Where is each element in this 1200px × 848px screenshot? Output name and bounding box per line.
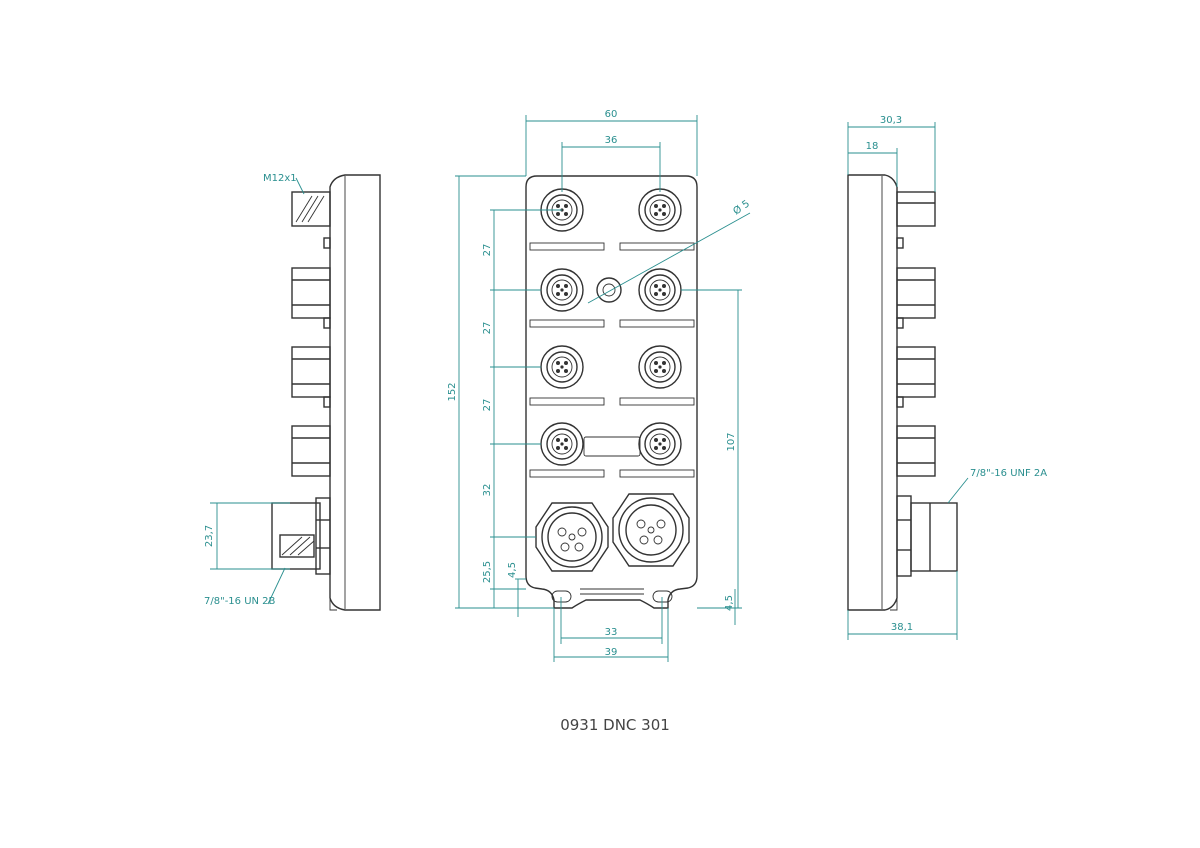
dim-30-3: 30,3 — [880, 115, 902, 126]
center-label — [583, 436, 641, 457]
front-view: 60 36 152 27 27 27 32 25,5 4,5 107 4,5 Ø… — [447, 109, 752, 662]
ground-hole — [596, 277, 622, 303]
m12-socket — [638, 345, 682, 389]
dim-152: 152 — [447, 382, 458, 401]
left-side-view: M12x1 7/8"-16 UN 2B 23,7 — [204, 173, 381, 611]
m12-socket — [638, 422, 682, 466]
dim-hole-dia: Ø 5 — [731, 198, 752, 218]
front-body-outline — [525, 175, 698, 609]
power-connector-in — [535, 502, 609, 572]
dim-39: 39 — [605, 647, 618, 658]
dim-38-1: 38,1 — [891, 622, 913, 633]
mount-hole-right — [652, 590, 673, 603]
m12-socket — [638, 188, 682, 232]
dim-left-thread-label: 7/8"-16 UN 2B — [204, 596, 276, 607]
dim-33: 33 — [605, 627, 618, 638]
label-strips — [529, 242, 695, 478]
drawing-caption: 0931 DNC 301 — [560, 716, 670, 734]
m12-socket — [540, 422, 584, 466]
left-power-connector — [271, 497, 331, 575]
right-dim-lines — [847, 122, 969, 640]
dim-32: 32 — [482, 484, 493, 497]
power-connector-out — [612, 493, 690, 567]
dim-4-5-right: 4,5 — [724, 595, 735, 611]
mount-hole-left — [551, 590, 572, 603]
right-side-view: 30,3 18 38,1 7/8"-16 UNF 2A — [847, 115, 1047, 640]
m12-socket — [540, 268, 584, 312]
dim-m12-label: M12x1 — [263, 173, 297, 184]
m12-socket — [540, 345, 584, 389]
dim-107: 107 — [726, 432, 737, 451]
dim-25-5: 25,5 — [482, 561, 493, 583]
dim-36: 36 — [605, 135, 618, 146]
left-m12-connectors — [291, 191, 331, 477]
dim-27-b: 27 — [482, 322, 493, 335]
dim-27-a: 27 — [482, 244, 493, 257]
left-power-hatch — [281, 536, 315, 556]
dim-4-5-left: 4,5 — [507, 562, 518, 578]
dim-right-thread-label: 7/8"-16 UNF 2A — [970, 468, 1047, 479]
left-m12-hatch — [295, 195, 325, 223]
right-m12-connectors — [896, 191, 936, 477]
dim-18: 18 — [866, 141, 879, 152]
dim-60: 60 — [605, 109, 618, 120]
dim-27-c: 27 — [482, 399, 493, 412]
right-body-outline — [847, 174, 898, 611]
right-power-connector — [896, 495, 958, 577]
front-dim-lines — [455, 115, 751, 662]
dim-23-7: 23,7 — [204, 525, 215, 547]
m12-socket — [638, 268, 682, 312]
left-body-outline — [329, 174, 381, 611]
